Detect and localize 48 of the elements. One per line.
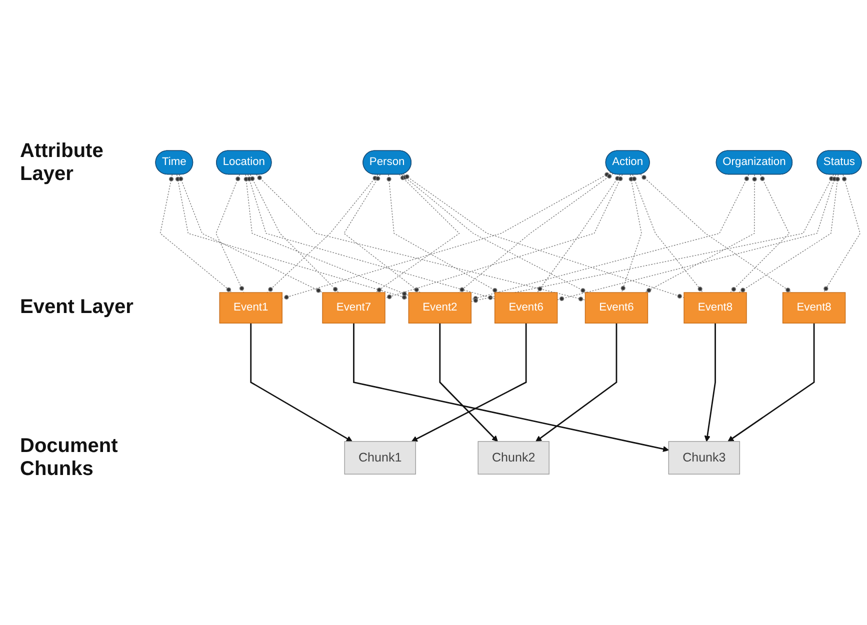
layer-label: Document Chunks xyxy=(20,434,119,481)
node-box: Event2 xyxy=(408,292,472,324)
connector xyxy=(160,174,233,294)
node-box: Event1 xyxy=(219,292,282,324)
node-box: Chunk1 xyxy=(344,441,416,475)
connector xyxy=(178,174,323,294)
connector xyxy=(620,174,642,294)
connector xyxy=(384,174,623,300)
node-box: Event8 xyxy=(782,292,846,324)
node-box: Chunk2 xyxy=(478,441,550,475)
connector xyxy=(401,174,588,294)
connector xyxy=(266,174,378,294)
connector xyxy=(632,174,704,294)
connector xyxy=(402,174,684,299)
arrow xyxy=(353,323,669,452)
connector xyxy=(458,173,614,294)
connector xyxy=(386,174,500,294)
connector xyxy=(256,174,586,302)
arrow xyxy=(728,323,815,442)
arrow xyxy=(250,323,352,442)
connector xyxy=(556,174,837,302)
node-box: Event6 xyxy=(584,292,648,324)
connector xyxy=(823,174,860,294)
arrow xyxy=(704,323,716,442)
arrow xyxy=(536,323,618,442)
node-box: Chunk3 xyxy=(668,441,740,475)
connector xyxy=(250,174,339,294)
layer-label: Attribute Layer xyxy=(20,140,104,186)
connector xyxy=(344,174,421,294)
node-box: Event6 xyxy=(494,292,558,324)
node-box: Event8 xyxy=(684,292,747,324)
connector xyxy=(730,174,790,294)
layer-label: Event Layer xyxy=(20,296,134,320)
connector xyxy=(216,174,244,294)
arrow xyxy=(439,323,498,442)
connector xyxy=(244,174,409,296)
node-box: Event7 xyxy=(322,292,386,324)
connector xyxy=(640,174,792,294)
connector xyxy=(175,174,409,300)
connector xyxy=(282,172,612,300)
connector xyxy=(470,174,834,303)
connector xyxy=(247,174,496,300)
connector xyxy=(644,174,757,294)
connector xyxy=(536,174,620,294)
arrow xyxy=(411,323,527,442)
connector xyxy=(375,174,460,294)
connector xyxy=(738,174,840,294)
connector xyxy=(470,174,750,301)
